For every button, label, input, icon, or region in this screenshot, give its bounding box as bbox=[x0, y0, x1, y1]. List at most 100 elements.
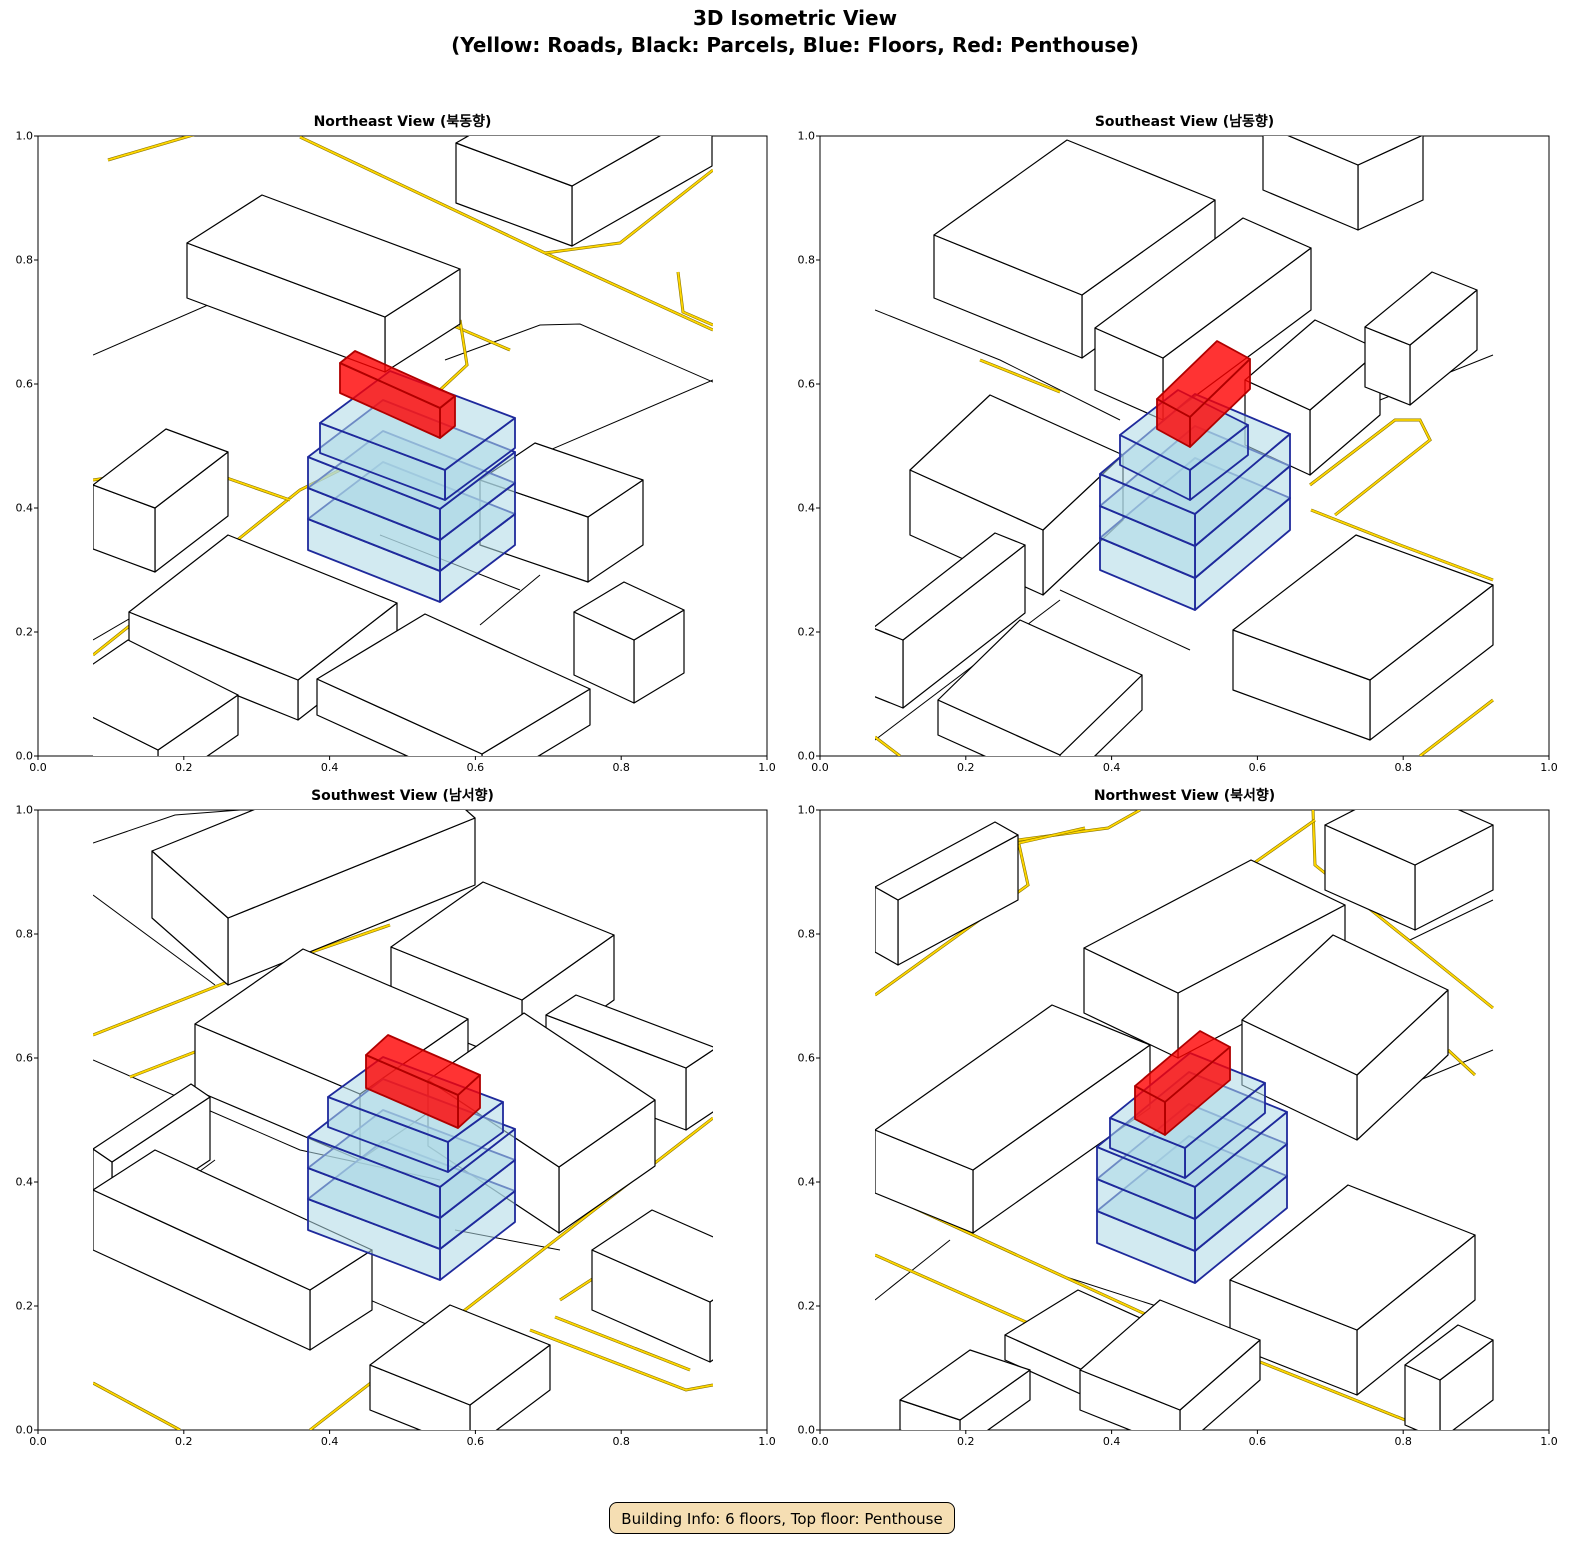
parcel-line bbox=[1059, 589, 1191, 651]
road-line bbox=[1309, 419, 1432, 516]
x-tick-label: 0.0 bbox=[811, 1435, 829, 1448]
panel-title-northwest: Northwest View (북서향) bbox=[1093, 788, 1276, 804]
x-tick-label: 0.8 bbox=[612, 761, 630, 774]
x-tick-label: 0.4 bbox=[1102, 1435, 1121, 1448]
road-line bbox=[559, 1277, 595, 1301]
y-tick-label: 0.0 bbox=[797, 1423, 816, 1437]
x-tick-label: 0.8 bbox=[1394, 761, 1412, 774]
road-line bbox=[979, 359, 1061, 393]
penthouse bbox=[1134, 1030, 1231, 1136]
parcel-building bbox=[93, 1149, 373, 1351]
road-line bbox=[107, 136, 193, 161]
parcel-line bbox=[1419, 1049, 1494, 1081]
road-line bbox=[544, 169, 713, 254]
parcel-building bbox=[1083, 859, 1346, 1059]
parcel-building bbox=[1079, 1299, 1261, 1430]
parcel-building bbox=[1324, 810, 1494, 931]
parcel-building bbox=[573, 581, 685, 704]
x-tick-label: 0.2 bbox=[957, 761, 975, 774]
y-tick-label: 1.0 bbox=[15, 803, 34, 817]
y-tick-label: 0.2 bbox=[15, 625, 34, 639]
panel-drawing-southwest bbox=[93, 810, 713, 1430]
parcel-building bbox=[1241, 934, 1449, 1141]
y-tick-label: 0.0 bbox=[797, 749, 816, 763]
x-tick-label: 0.0 bbox=[811, 761, 829, 774]
parcel-building bbox=[93, 639, 239, 756]
road-line bbox=[677, 271, 713, 326]
road-line bbox=[129, 1049, 201, 1078]
parcel-line bbox=[93, 894, 216, 986]
x-tick-label: 0.6 bbox=[1248, 761, 1267, 774]
y-tick-label: 0.2 bbox=[15, 1299, 34, 1313]
y-tick-label: 0.8 bbox=[15, 927, 34, 941]
x-tick-label: 1.0 bbox=[758, 1435, 776, 1448]
parcel-building bbox=[591, 1209, 713, 1363]
y-tick-label: 0.4 bbox=[797, 501, 816, 515]
parcel-building bbox=[1232, 534, 1494, 741]
panel-drawing-northwest bbox=[875, 810, 1494, 1430]
parcel-line bbox=[93, 810, 241, 844]
parcel-building bbox=[875, 821, 1019, 966]
y-tick-label: 0.4 bbox=[15, 1175, 34, 1189]
penthouse bbox=[339, 350, 456, 439]
y-tick-label: 0.6 bbox=[797, 377, 816, 391]
road-line bbox=[1310, 509, 1494, 581]
y-tick-label: 1.0 bbox=[797, 803, 816, 817]
parcel-building bbox=[93, 428, 229, 573]
road-line bbox=[1419, 699, 1494, 756]
parcel-line bbox=[875, 599, 1061, 741]
figure-subtitle: (Yellow: Roads, Black: Parcels, Blue: Fl… bbox=[451, 33, 1139, 57]
parcel-building bbox=[899, 1349, 1031, 1430]
y-tick-label: 0.8 bbox=[797, 927, 816, 941]
road-line bbox=[529, 1329, 713, 1391]
road-line bbox=[554, 1316, 691, 1371]
x-tick-label: 0.8 bbox=[1394, 1435, 1412, 1448]
x-tick-label: 0.6 bbox=[1248, 1435, 1267, 1448]
panel-drawing-southeast bbox=[875, 136, 1494, 756]
panel-title-northeast: Northeast View (북동향) bbox=[313, 114, 492, 130]
parcel-line bbox=[479, 574, 541, 626]
panel-title-southwest: Southwest View (남서향) bbox=[311, 788, 494, 804]
parcel-building bbox=[186, 194, 461, 373]
road-line bbox=[1312, 810, 1494, 1009]
x-tick-label: 1.0 bbox=[758, 761, 776, 774]
x-tick-label: 0.0 bbox=[29, 1435, 47, 1448]
x-tick-label: 0.4 bbox=[1102, 761, 1121, 774]
y-tick-label: 0.2 bbox=[797, 625, 816, 639]
parcel-line bbox=[875, 1239, 951, 1301]
parcel-building bbox=[1404, 1324, 1494, 1430]
panel-drawing-northeast bbox=[93, 136, 713, 756]
parcel-building bbox=[369, 1304, 551, 1430]
y-tick-label: 0.8 bbox=[15, 253, 34, 267]
x-tick-label: 0.4 bbox=[320, 761, 339, 774]
y-tick-label: 1.0 bbox=[797, 129, 816, 143]
road-line bbox=[439, 319, 468, 391]
y-tick-label: 0.2 bbox=[797, 1299, 816, 1313]
parcel-building bbox=[455, 136, 713, 247]
road-line bbox=[93, 1382, 181, 1430]
x-tick-label: 0.4 bbox=[320, 1435, 339, 1448]
parcel-building bbox=[316, 613, 591, 756]
x-tick-label: 0.2 bbox=[175, 1435, 193, 1448]
x-tick-label: 0.6 bbox=[466, 1435, 485, 1448]
parcel-building bbox=[151, 810, 476, 986]
y-tick-label: 0.0 bbox=[15, 749, 34, 763]
y-tick-label: 0.8 bbox=[797, 253, 816, 267]
y-tick-label: 0.6 bbox=[15, 377, 34, 391]
x-tick-label: 1.0 bbox=[1540, 1435, 1558, 1448]
parcel-building bbox=[937, 619, 1143, 756]
x-tick-label: 1.0 bbox=[1540, 761, 1558, 774]
parcel-building bbox=[875, 1004, 1151, 1234]
x-tick-label: 0.8 bbox=[612, 1435, 630, 1448]
panel-title-southeast: Southeast View (남동향) bbox=[1094, 114, 1275, 130]
parcel-line bbox=[875, 309, 1121, 421]
y-tick-label: 0.6 bbox=[797, 1051, 816, 1065]
building-info-box: Building Info: 6 floors, Top floor: Pent… bbox=[609, 1502, 955, 1534]
road-line bbox=[1447, 1049, 1476, 1076]
parcel-building bbox=[875, 532, 1026, 709]
y-tick-label: 0.4 bbox=[797, 1175, 816, 1189]
x-tick-label: 0.2 bbox=[175, 761, 193, 774]
penthouse bbox=[365, 1034, 481, 1129]
